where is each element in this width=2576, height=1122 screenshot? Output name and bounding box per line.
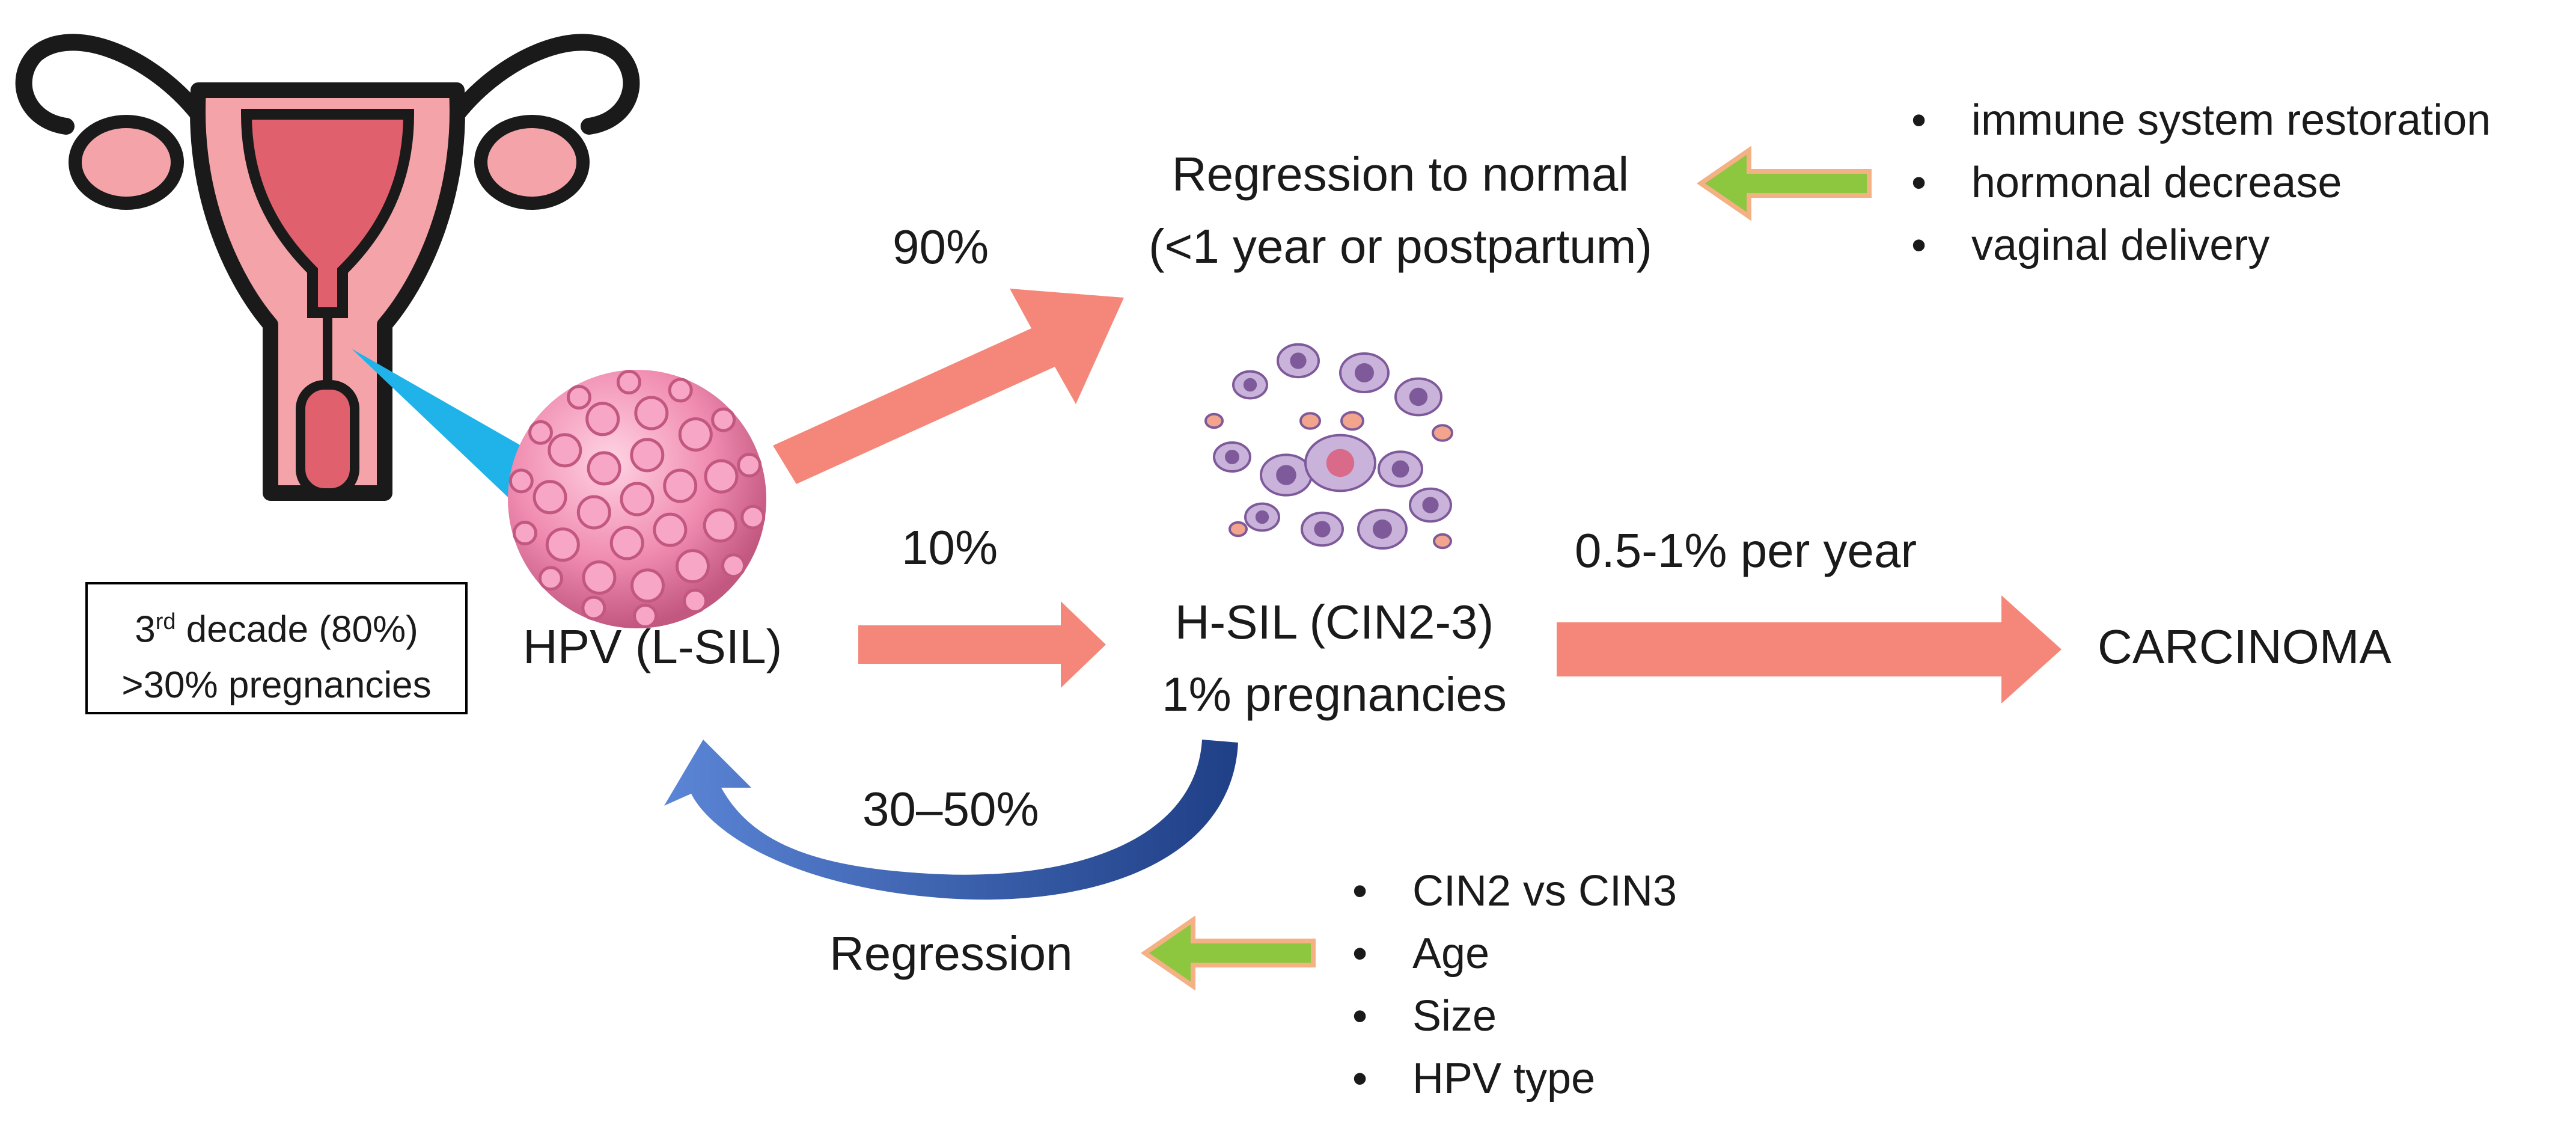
node-hpv: HPV (L-SIL) [523, 620, 783, 673]
virus-capsomere [737, 453, 762, 477]
hpv-virus-icon [508, 370, 766, 628]
cell [1228, 521, 1248, 538]
arrow-hpv-to-hsil [858, 601, 1106, 688]
cell-nucleus [1422, 497, 1439, 513]
cell [1433, 533, 1452, 550]
virus-capsomere [703, 508, 737, 543]
node-regression-to-normal-line1: Regression to normal [1171, 147, 1629, 201]
cell-nucleus [1314, 521, 1331, 538]
virus-capsomere [676, 549, 710, 584]
virus-capsomere [576, 495, 611, 530]
virus-capsomere [581, 595, 606, 621]
virus-capsomere [633, 604, 658, 628]
arrow-hsil-to-carcinoma [1557, 595, 2062, 704]
virus-capsomere [508, 468, 534, 494]
arrow-hsil-back-to-hpv [664, 740, 1238, 900]
virus-capsomere [653, 512, 688, 547]
cell [1204, 412, 1224, 429]
virus-capsomere [585, 402, 620, 437]
list-item: HPV type [1352, 1047, 1677, 1110]
cell-nucleus [1391, 460, 1409, 478]
virus-capsomere [711, 407, 736, 432]
node-regression-to-normal-line2: (<1 year or postpartum) [1148, 219, 1653, 273]
virus-capsomere [630, 438, 665, 473]
cell [1299, 412, 1321, 430]
virus-capsomere [704, 459, 739, 494]
virus-capsomere [678, 417, 713, 452]
virus-capsomere [616, 370, 641, 394]
cell-nucleus [1276, 465, 1296, 485]
virus-capsomere [620, 482, 655, 517]
arrow-factors-to-normal [1696, 146, 1872, 221]
label-90-percent: 90% [893, 220, 989, 274]
virus-capsomere [512, 521, 537, 545]
cell-nucleus [1355, 363, 1374, 382]
list-item: CIN2 vs CIN3 [1352, 860, 1677, 922]
prevalence-box: 3rd decade (80%) >30% pregnancies [85, 582, 468, 714]
factors-normal-list: immune system restoration hormonal decre… [1911, 89, 2491, 277]
virus-capsomere [533, 480, 567, 515]
factors-regression-list: CIN2 vs CIN3 Age Size HPV type [1352, 860, 1677, 1110]
node-hsil: H-SIL (CIN2-3) 1% pregnancies [1124, 586, 1545, 731]
list-item: immune system restoration [1911, 89, 2491, 152]
virus-capsomere [566, 385, 591, 410]
zoom-connector [352, 349, 541, 517]
node-hsil-line1: H-SIL (CIN2-3) [1174, 595, 1494, 649]
uterus-icon [15, 34, 640, 501]
cell-nucleus [1409, 387, 1428, 406]
virus-capsomere [548, 433, 582, 468]
prevalence-line2: >30% pregnancies [121, 664, 432, 706]
virus-capsomere [538, 566, 563, 591]
cell-nucleus [1225, 450, 1239, 464]
virus-capsomere [668, 378, 693, 403]
virus-capsomere [663, 468, 698, 503]
virus-capsomere [609, 526, 644, 560]
cell [1432, 424, 1453, 442]
virus-capsomere [528, 420, 553, 445]
cell-nucleus [1290, 352, 1307, 369]
cell-nucleus [1326, 449, 1355, 477]
label-10-percent: 10% [902, 521, 998, 574]
list-item: vaginal delivery [1911, 214, 2491, 277]
virus-capsomere [683, 588, 708, 613]
virus-capsomere [587, 451, 621, 486]
abnormal-cells-icon [1204, 343, 1453, 550]
virus-capsomere [582, 560, 617, 595]
list-item: Age [1352, 922, 1677, 985]
virus-capsomere [740, 504, 766, 530]
node-carcinoma: CARCINOMA [2098, 620, 2391, 673]
arrow-hpv-to-normal [773, 289, 1124, 484]
arrow-factors-to-regression [1140, 915, 1316, 991]
cell-nucleus [1373, 520, 1392, 539]
virus-capsomere [634, 396, 669, 431]
virus-capsomere [721, 553, 746, 578]
virus-capsomere [630, 568, 665, 603]
cell-nucleus [1255, 510, 1269, 524]
label-0-5-1-percent-per-year: 0.5-1% per year [1575, 524, 1917, 577]
node-regression: Regression [829, 927, 1073, 980]
virus-capsomere [545, 527, 580, 562]
prevalence-line1: 3rd decade (80%) [135, 609, 418, 651]
cell [1340, 411, 1364, 431]
node-regression-to-normal: Regression to normal (<1 year or postpar… [1100, 138, 1701, 283]
label-30-50-percent: 30–50% [862, 782, 1039, 836]
cell-nucleus [1243, 378, 1257, 392]
list-item: Size [1352, 985, 1677, 1047]
node-hsil-line2: 1% pregnancies [1162, 667, 1507, 721]
list-item: hormonal decrease [1911, 152, 2491, 214]
